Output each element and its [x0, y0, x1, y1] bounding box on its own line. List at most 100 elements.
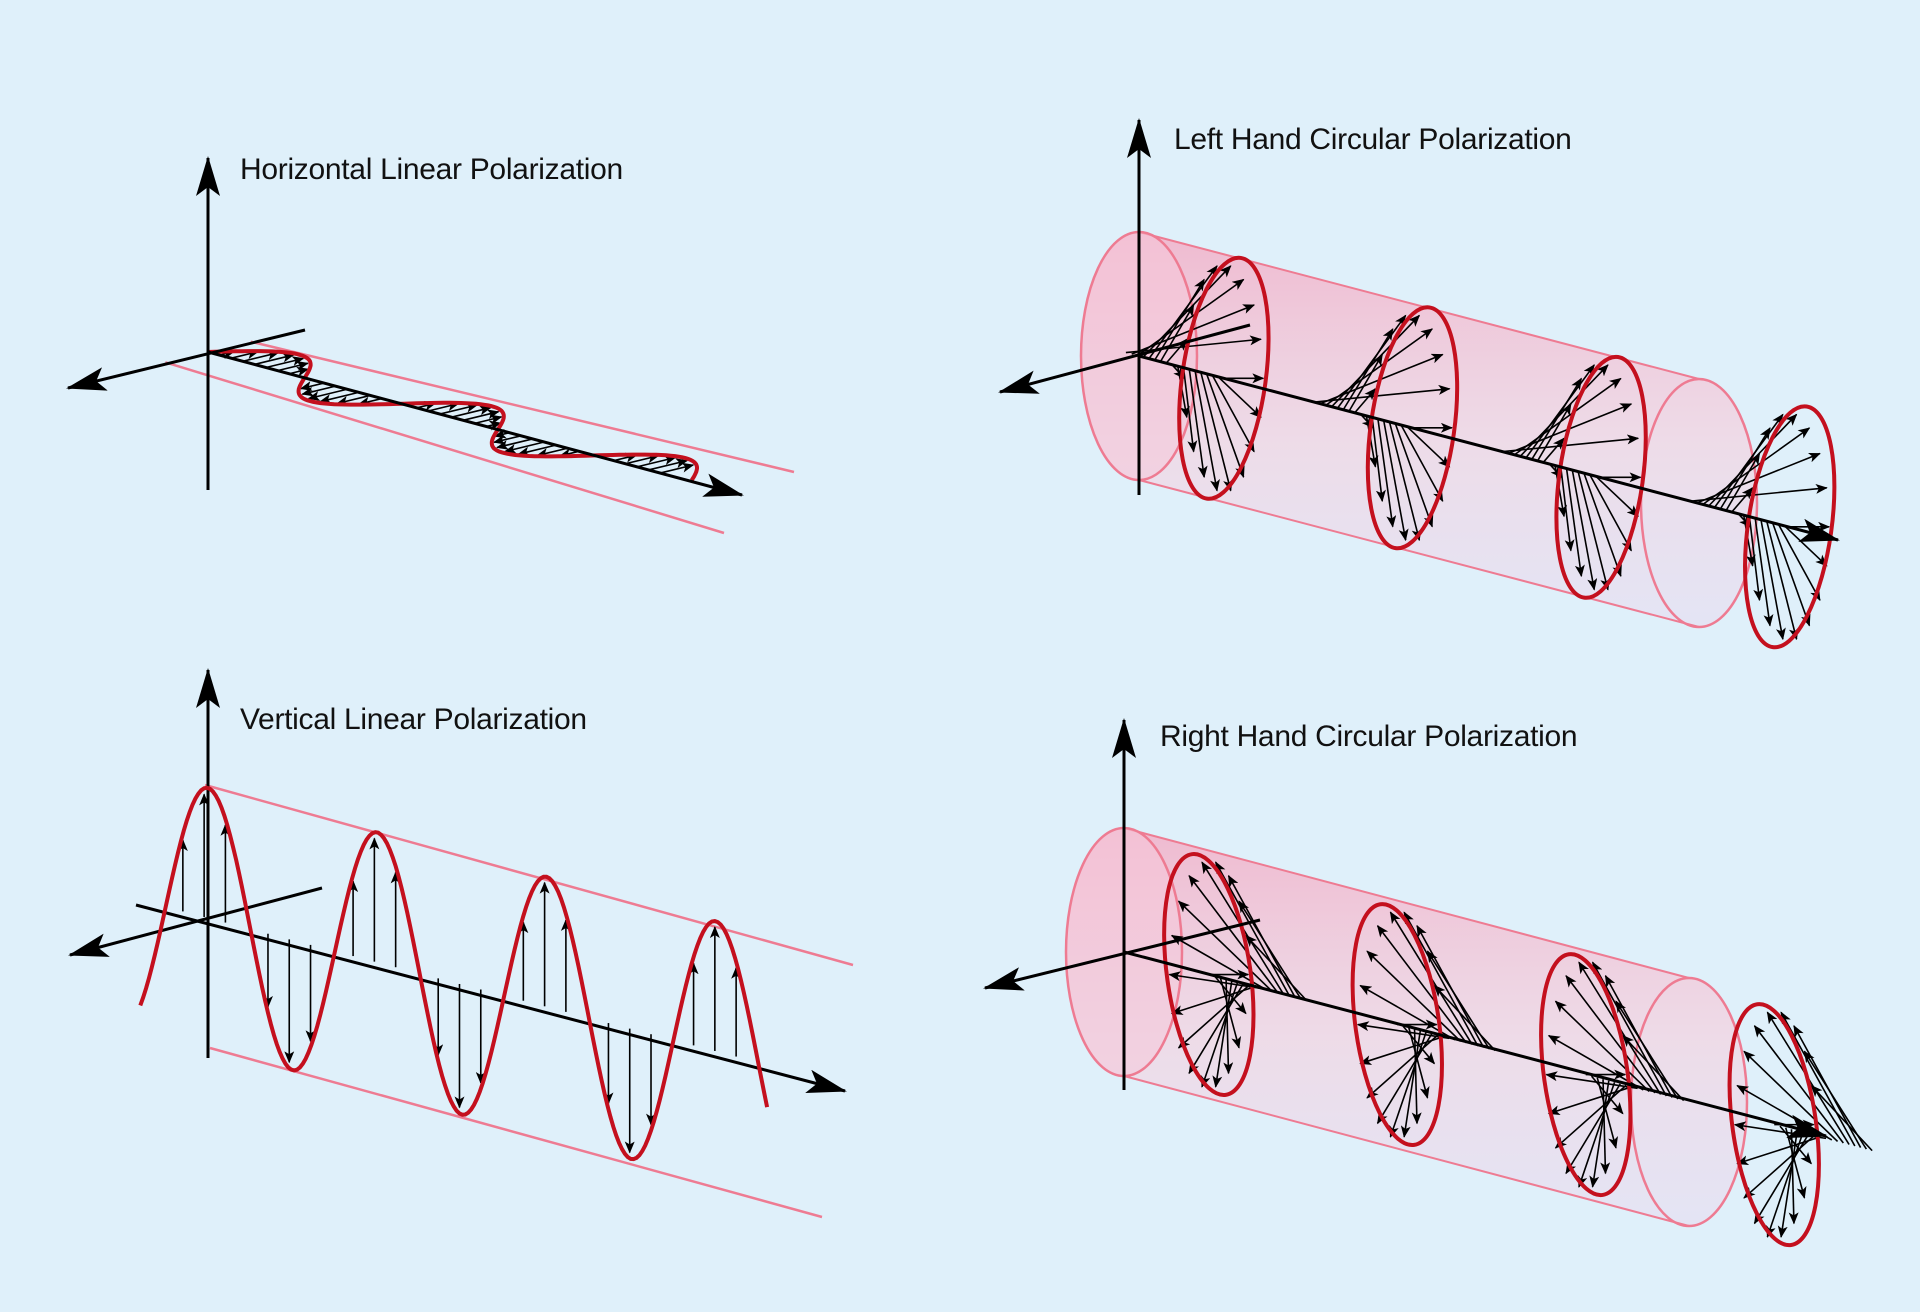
rhc-field-arrow: [1170, 985, 1256, 1015]
lhc-field-arrow: [1765, 520, 1799, 641]
rhc-field-arrow: [1188, 874, 1279, 994]
rhc-field-arrow: [1366, 1034, 1439, 1099]
horizontal-field-arrow: [242, 350, 280, 363]
lhc-field-arrow: [1354, 388, 1377, 414]
rhc-field-arrow: [1766, 1132, 1804, 1238]
lhc-field-arrow: [1731, 487, 1754, 513]
lhc-field-arrow: [1325, 328, 1434, 406]
horizontal-envelope-top: [250, 340, 795, 474]
rhc-field-arrow: [1810, 1084, 1873, 1152]
vertical-propagation-axis: [135, 903, 847, 1093]
horizontal-field-arrow: [496, 438, 533, 450]
rhc-field-arrow: [1214, 861, 1291, 997]
lhc-field-arrow: [1211, 374, 1255, 453]
lhc-field-arrow: [1136, 278, 1245, 357]
rhc-field-arrow: [1780, 1011, 1856, 1147]
rhc-field-arrow: [1376, 924, 1468, 1044]
lhc-field-arrow: [1377, 418, 1397, 528]
lhc-field-arrow: [1406, 425, 1451, 468]
rhc-field-arrow: [1403, 911, 1479, 1047]
lhc-field-arrow: [1400, 424, 1444, 502]
rhc-field-arrow: [1777, 1130, 1799, 1238]
rhc-field-arrow: [1411, 1029, 1422, 1125]
panel-vertical-linear: Vertical Linear Polarization: [68, 668, 854, 1219]
horizontal-field-arrow: [307, 388, 348, 401]
rhc-field-arrow: [1400, 1030, 1422, 1138]
lhc-field-arrow: [1702, 427, 1811, 505]
lhc-field-arrow: [1691, 483, 1828, 502]
horizontal-propagation-axis: [207, 350, 744, 497]
lhc-transverse-axis: [998, 323, 1251, 394]
rhc-field-arrow: [1433, 984, 1496, 1052]
lhc-wave-loop: [1554, 354, 1648, 600]
horizontal-field-arrow: [428, 401, 460, 412]
horizontal-field-arrow: [462, 409, 500, 422]
panel-left-hand-circular: Left Hand Circular Polarization: [998, 118, 1840, 650]
lhc-field-arrow: [1537, 403, 1572, 462]
rhc-field-arrow: [1547, 1086, 1633, 1115]
rhc-field-arrow: [1177, 984, 1250, 1049]
horizontal-wave-curve: [207, 349, 699, 482]
lhc-field-arrow: [1125, 335, 1262, 354]
rhc-field-arrow: [1743, 1134, 1816, 1199]
lhc-field-arrow: [1217, 376, 1262, 418]
rhc-field-arrow: [1356, 1021, 1450, 1040]
rhc-field-arrow: [1788, 1129, 1799, 1225]
lhc-field-arrow: [1503, 434, 1640, 453]
panel-right-hand-circular: Right Hand Circular Polarization: [983, 718, 1873, 1248]
lhc-cylinder-bottom-edge: [1138, 479, 1700, 628]
rhc-field-arrow: [1596, 1077, 1618, 1149]
rhc-field-arrow: [1622, 1034, 1685, 1102]
lhc-field-arrow: [1314, 384, 1451, 403]
rhc-transverse-axis: [983, 918, 1261, 991]
title-vertical-linear: Vertical Linear Polarization: [240, 703, 587, 736]
rhc-field-arrow: [1784, 1127, 1807, 1199]
rhc-field-arrow: [1245, 934, 1308, 1002]
rhc-field-arrow: [1177, 900, 1273, 992]
rhc-field-arrow: [1359, 1036, 1444, 1065]
rhc-field-arrow: [1389, 1031, 1427, 1138]
rhc-field-arrow: [1577, 1081, 1616, 1188]
horizontal-envelope-bottom: [164, 361, 725, 535]
rhc-field-arrow: [1545, 1071, 1638, 1090]
rhc-field-arrow: [1212, 980, 1233, 1088]
horizontal-field-arrow: [659, 462, 695, 474]
lhc-field-arrow: [1577, 471, 1611, 591]
rhc-field-arrow: [1168, 971, 1261, 990]
rhc-field-arrow: [1408, 1027, 1430, 1099]
lhc-field-arrow: [1754, 517, 1774, 627]
rhc-field-arrow: [1200, 981, 1239, 1088]
vertical-vectors: [177, 793, 742, 1154]
lhc-field-arrow: [1394, 422, 1434, 528]
panel-horizontal-linear: Horizontal Linear Polarization: [66, 153, 795, 535]
lhc-wave-loop: [1177, 255, 1271, 501]
rhc-propagation-axis: [1123, 950, 1828, 1138]
lhc-field-arrow: [1542, 437, 1565, 463]
title-horizontal-linear: Horizontal Linear Polarization: [240, 153, 623, 186]
vertical-envelope-top: [204, 783, 854, 967]
horizontal-field-arrow: [625, 453, 660, 465]
horizontal-field-arrow: [474, 414, 503, 425]
lhc-field-arrow: [1594, 475, 1639, 518]
horizontal-envelope: [164, 340, 795, 535]
rhc-cylinder-bottom-edge: [1123, 1075, 1690, 1227]
lhc-field-arrow: [1571, 469, 1598, 591]
horizontal-field-arrow: [636, 455, 677, 468]
rhc-wave-loop: [1539, 952, 1633, 1198]
lhc-wave-loop: [1365, 305, 1460, 551]
horizontal-field-arrow: [299, 381, 325, 391]
horizontal-field-arrow: [277, 361, 309, 372]
rhc-wave-loop: [1162, 852, 1256, 1097]
horizontal-transverse-axis: [66, 328, 306, 391]
lhc-field-arrow: [1771, 522, 1811, 627]
lhc-field-arrow: [1760, 519, 1786, 641]
rhc-cylinder-top-edge: [1123, 827, 1690, 979]
lhc-field-arrow: [1388, 421, 1422, 542]
lhc-cylinder-top-edge: [1138, 231, 1700, 380]
vertical-envelope-bottom: [209, 1046, 823, 1219]
horizontal-vectors: [219, 349, 695, 474]
rhc-wave-loop: [1350, 902, 1444, 1148]
lhc-field-arrow: [1783, 524, 1828, 567]
lhc-field-arrow: [1188, 369, 1208, 479]
